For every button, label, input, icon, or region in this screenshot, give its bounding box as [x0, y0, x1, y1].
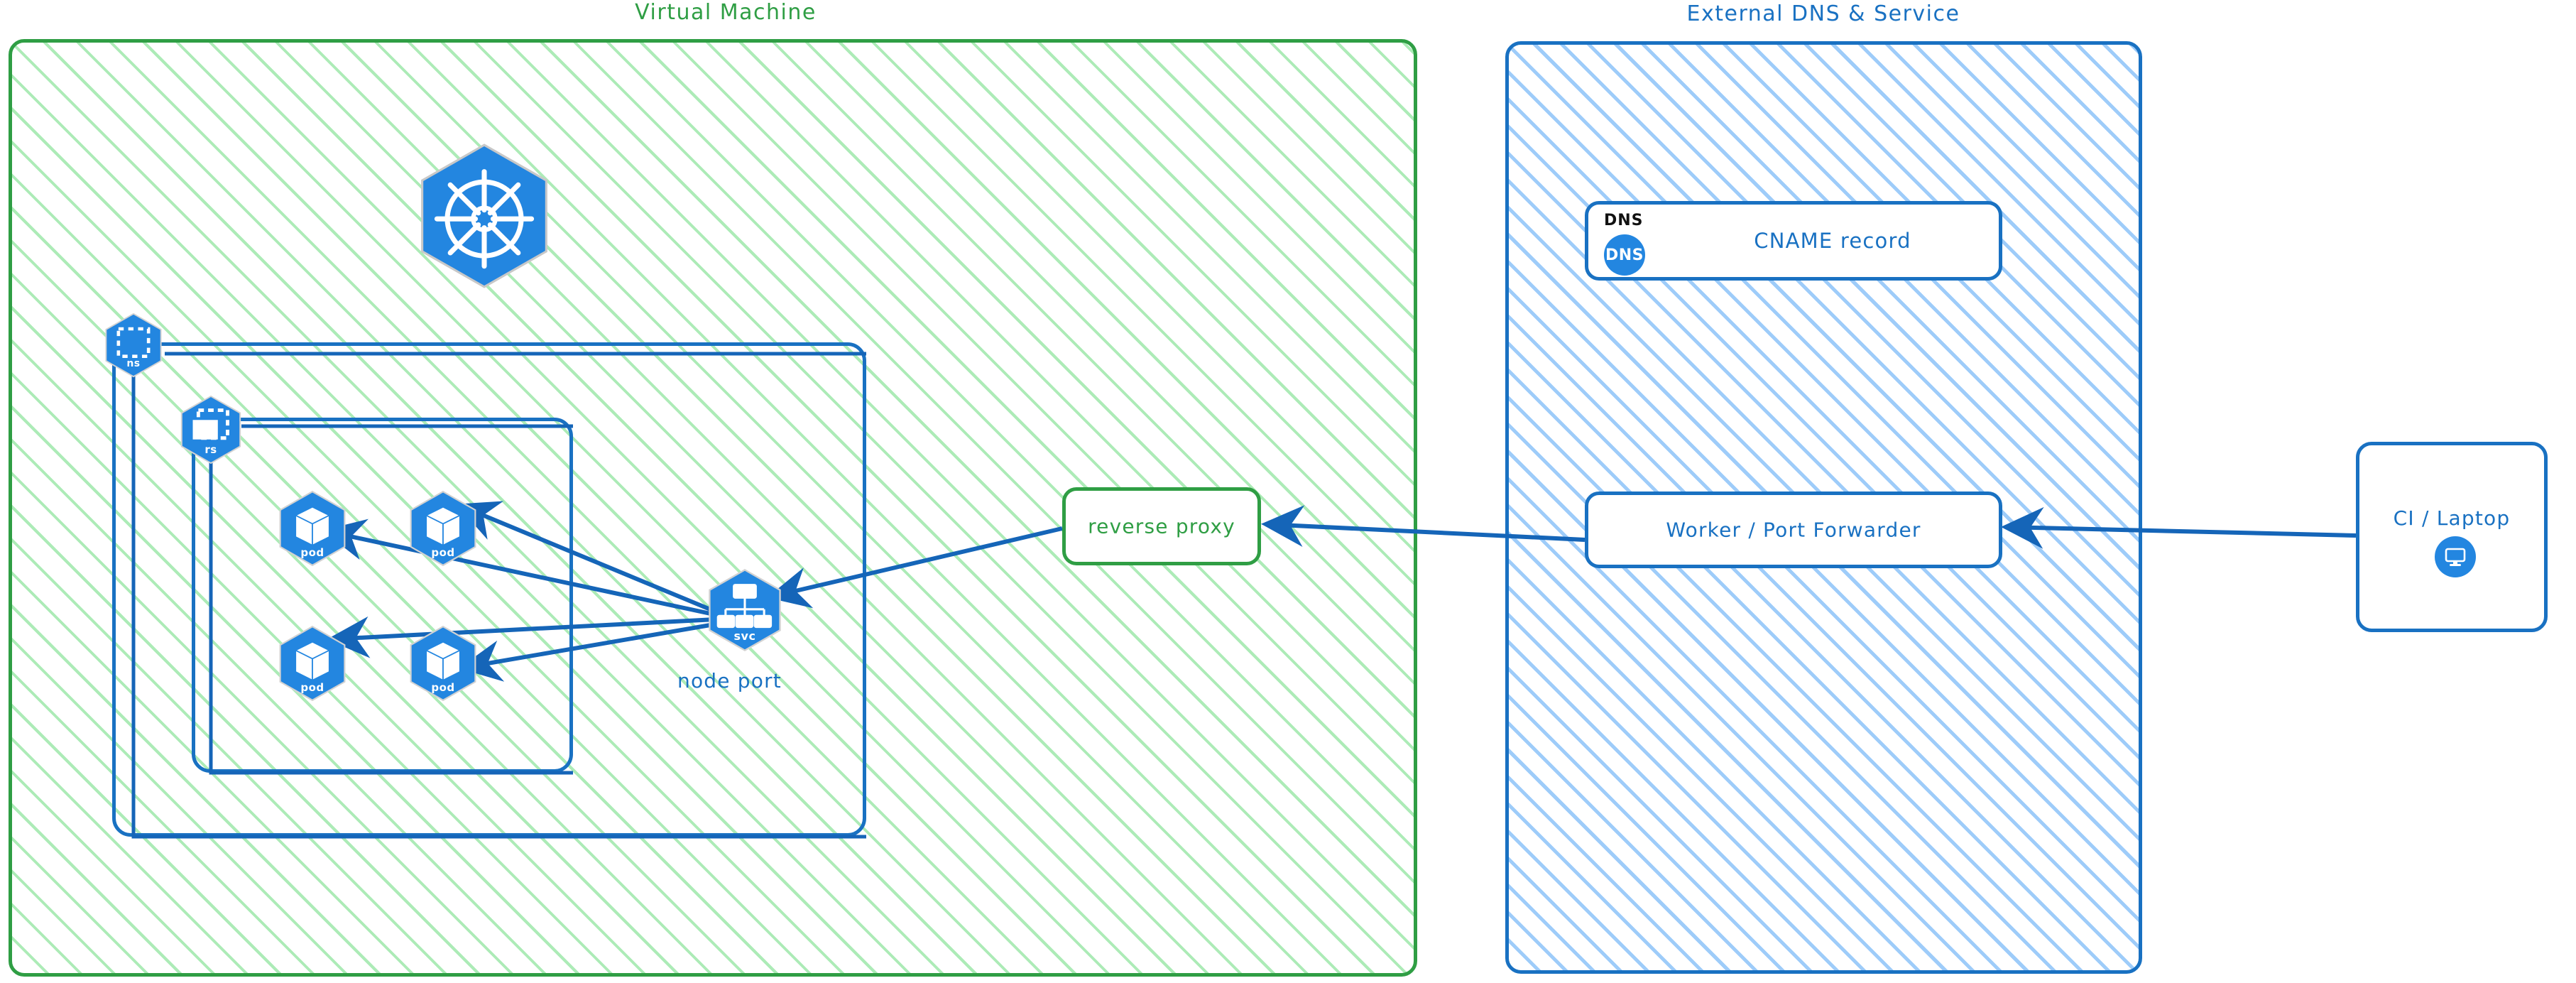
kubernetes-service-icon: svc	[703, 568, 787, 652]
kubernetes-pod-icon: pod	[274, 490, 351, 567]
worker-port-forwarder-box[interactable]: Worker / Port Forwarder	[1585, 492, 2002, 568]
worker-port-forwarder-label: Worker / Port Forwarder	[1666, 518, 1921, 542]
monitor-icon	[2435, 536, 2476, 577]
cname-record-label: CNAME record	[1754, 229, 1911, 253]
reverse-proxy-label: reverse proxy	[1088, 514, 1235, 538]
virtual-machine-title: Virtual Machine	[635, 0, 817, 25]
kubernetes-pod-icon: pod	[405, 490, 481, 567]
kubernetes-pod-icon: pod	[405, 625, 481, 702]
dns-tag-label: DNS	[1604, 212, 1644, 229]
kubernetes-logo-icon	[410, 142, 558, 290]
ci-laptop-box[interactable]: CI / Laptop	[2356, 442, 2548, 632]
reverse-proxy-box[interactable]: reverse proxy	[1062, 487, 1261, 565]
external-dns-service-title: External DNS & Service	[1686, 1, 1960, 26]
replicaset-box	[192, 418, 573, 773]
dns-badge-icon: DNS	[1604, 234, 1645, 276]
ci-laptop-label: CI / Laptop	[2393, 506, 2511, 530]
dns-card[interactable]: DNS DNS CNAME record	[1585, 201, 2002, 281]
kubernetes-namespace-icon: ns	[101, 313, 166, 378]
node-port-label: node port	[677, 669, 782, 693]
kubernetes-replicaset-icon: rs	[176, 395, 246, 465]
kubernetes-pod-icon: pod	[274, 625, 351, 702]
